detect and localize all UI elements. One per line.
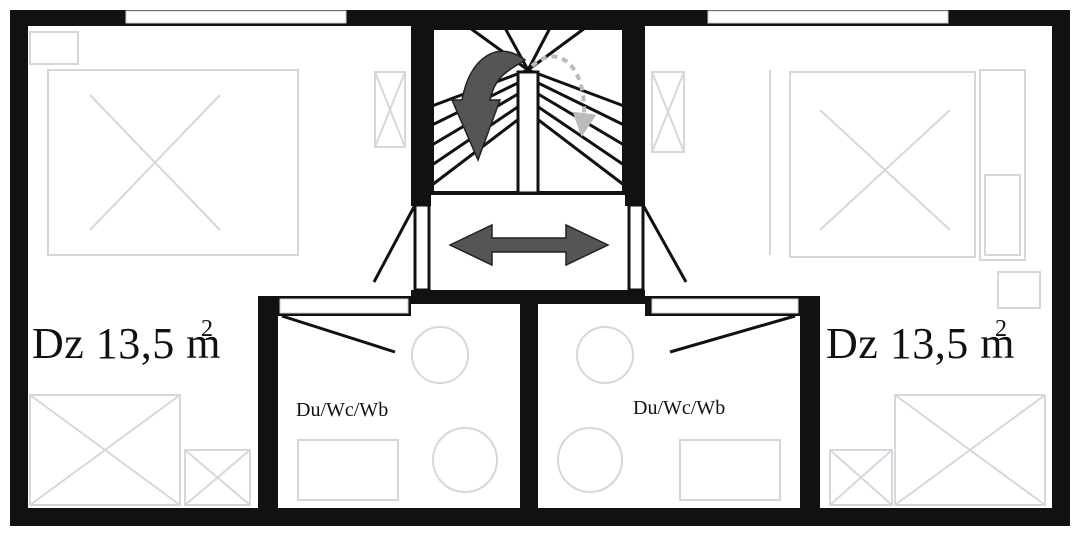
dashed-curved-arrow-icon — [530, 54, 597, 137]
bathroom-label-left: Du/Wc/Wb — [296, 399, 389, 421]
room-area-label-left: Dz 13,5 m2 — [32, 316, 222, 368]
bath-door-swing-icon — [281, 314, 796, 354]
curved-arrow-down-icon — [450, 50, 527, 163]
double-headed-arrow-icon — [448, 223, 610, 267]
room-area-label-right: Dz 13,5 m2 — [826, 316, 1016, 368]
furniture-right-room — [651, 69, 1046, 506]
bathroom-fixtures — [297, 326, 781, 501]
bathroom-label-right: Du/Wc/Wb — [633, 397, 726, 419]
windows — [125, 10, 949, 314]
furniture-left-room — [29, 31, 406, 506]
